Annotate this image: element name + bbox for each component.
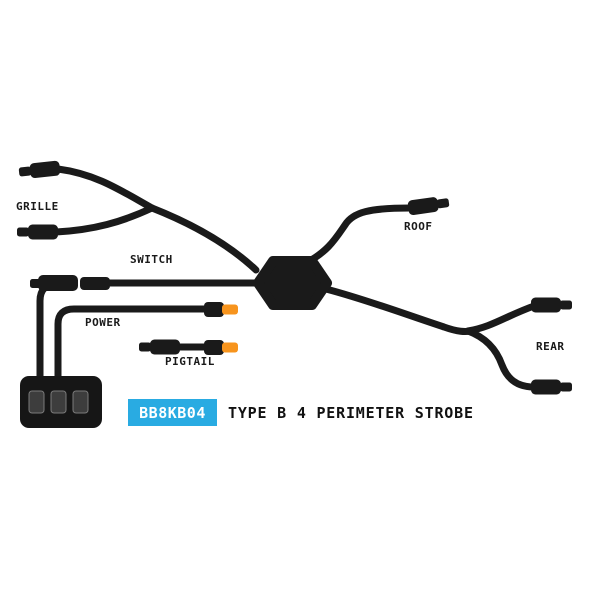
rear-connector-top-icon: [531, 297, 572, 313]
roof-label: ROOF: [404, 220, 433, 233]
rear-trunk-wire: [322, 285, 476, 335]
switch-control-box: [20, 376, 102, 428]
pigtail-orange-tip-icon: [222, 342, 238, 353]
switch-inline-connector-icon: [30, 275, 110, 291]
pigtail-connector-icon: [139, 339, 180, 355]
grille-connector-top-icon: [18, 160, 61, 180]
rear-connector-bottom-icon: [531, 379, 572, 395]
junction-hub: [253, 256, 332, 310]
power-connector-icon: [204, 302, 238, 317]
part-number-badge: BB8KB04: [128, 399, 217, 426]
switch-button-2: [50, 390, 67, 414]
power-label: POWER: [85, 316, 121, 329]
product-title: TYPE B 4 PERIMETER STROBE: [228, 404, 474, 422]
rear-label: REAR: [536, 340, 565, 353]
grille-wire-top: [54, 165, 156, 212]
power-orange-tip-icon: [222, 304, 238, 315]
grille-connector-bottom-icon: [17, 224, 58, 240]
switch-label: SWITCH: [130, 253, 173, 266]
rear-wire-bottom: [464, 327, 538, 391]
roof-connector-icon: [407, 195, 450, 216]
switch-button-1: [28, 390, 45, 414]
pigtail-label: PIGTAIL: [165, 355, 215, 368]
grille-wire-bottom: [52, 204, 156, 236]
roof-wire: [300, 204, 414, 268]
grille-trunk-wire: [148, 204, 260, 274]
power-wire: [54, 305, 224, 388]
grille-label: GRILLE: [16, 200, 59, 213]
pigtail-end-connector-icon: [204, 340, 238, 355]
rear-wire-top: [464, 302, 538, 335]
switch-button-3: [72, 390, 89, 414]
